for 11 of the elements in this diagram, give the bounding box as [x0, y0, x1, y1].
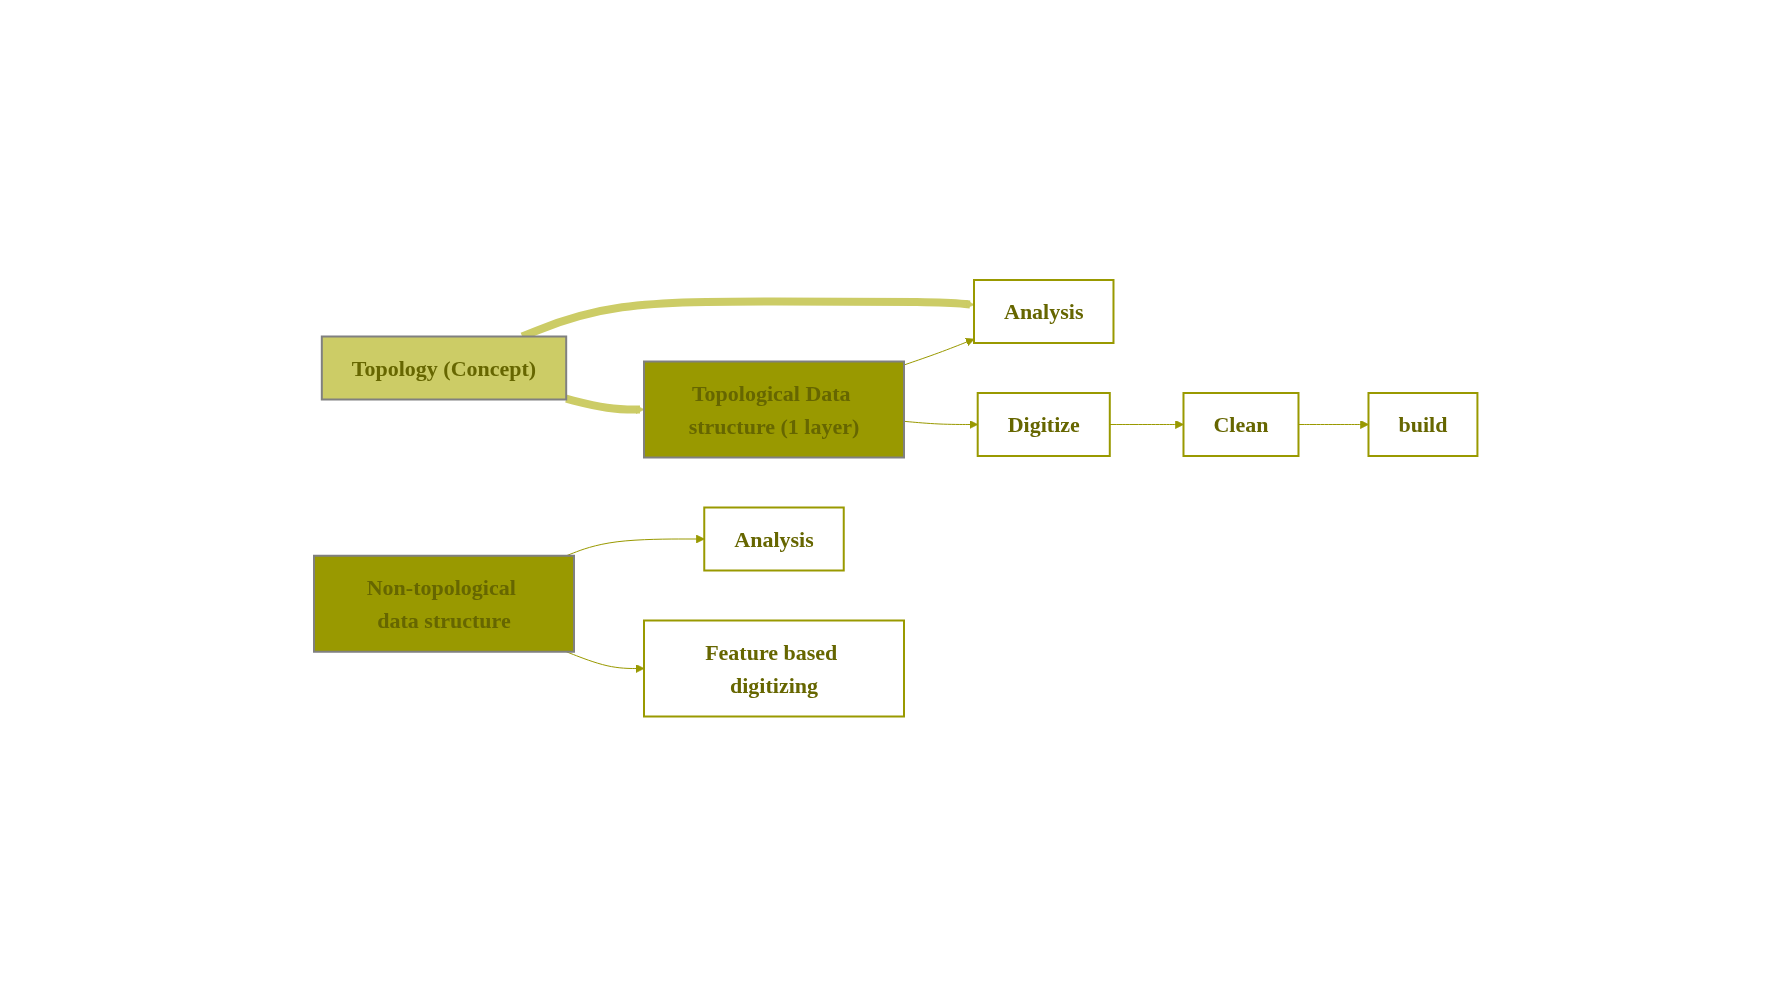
node-box: Digitize — [976, 392, 1111, 458]
arrow — [1109, 420, 1184, 430]
node-box: Analysis — [972, 279, 1115, 345]
arrow — [903, 420, 978, 430]
node-box: Topology (Concept) — [320, 335, 567, 401]
node-box: Clean — [1182, 392, 1300, 458]
node-box: Feature based digitizing — [642, 619, 905, 718]
arrow — [903, 338, 975, 366]
node-box: Analysis — [703, 506, 845, 572]
node-box: build — [1367, 392, 1479, 458]
arrow — [565, 534, 705, 557]
